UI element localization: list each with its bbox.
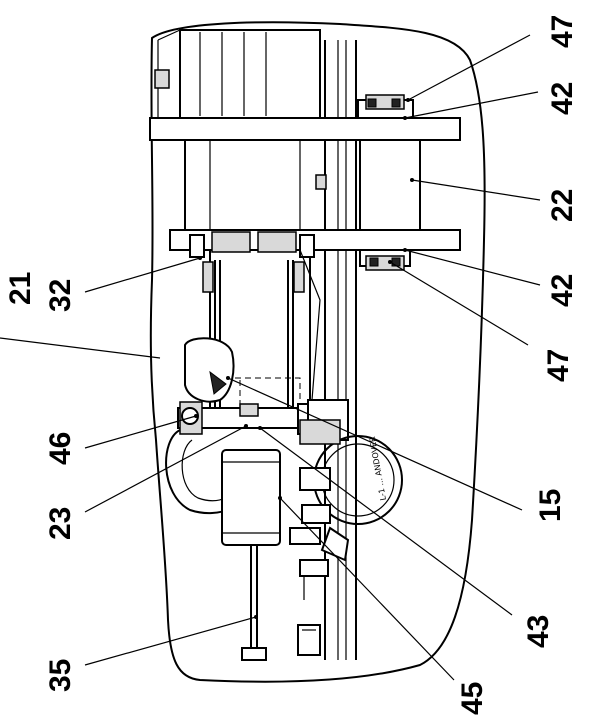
callout-23: 23 bbox=[44, 507, 77, 540]
carriage-22 bbox=[184, 139, 421, 231]
callout-15: 15 bbox=[534, 489, 567, 522]
callout-42-bottom: 42 bbox=[546, 274, 579, 307]
callout-21: 21 bbox=[4, 272, 37, 305]
callout-22: 22 bbox=[546, 189, 579, 222]
callout-42-top: 42 bbox=[546, 82, 579, 115]
actuator-rod-35 bbox=[241, 545, 267, 661]
shoulder-plate bbox=[184, 337, 235, 403]
callout-45: 45 bbox=[456, 682, 489, 715]
callout-43: 43 bbox=[522, 615, 555, 648]
mounting-plate-outline bbox=[149, 21, 486, 683]
callout-47-bottom: 47 bbox=[542, 349, 575, 382]
solenoid-45 bbox=[221, 449, 281, 546]
callouts: 47 42 22 42 47 21 32 46 23 15 43 35 45 bbox=[4, 15, 579, 715]
callout-32-label: 32 bbox=[44, 279, 77, 312]
callout-46: 46 bbox=[44, 432, 77, 465]
wedge-15 bbox=[209, 370, 227, 395]
callout-47-top: 47 bbox=[546, 15, 579, 48]
cylinder-assembly bbox=[189, 231, 321, 411]
callout-35: 35 bbox=[44, 659, 77, 692]
leader-lines bbox=[0, 34, 541, 681]
